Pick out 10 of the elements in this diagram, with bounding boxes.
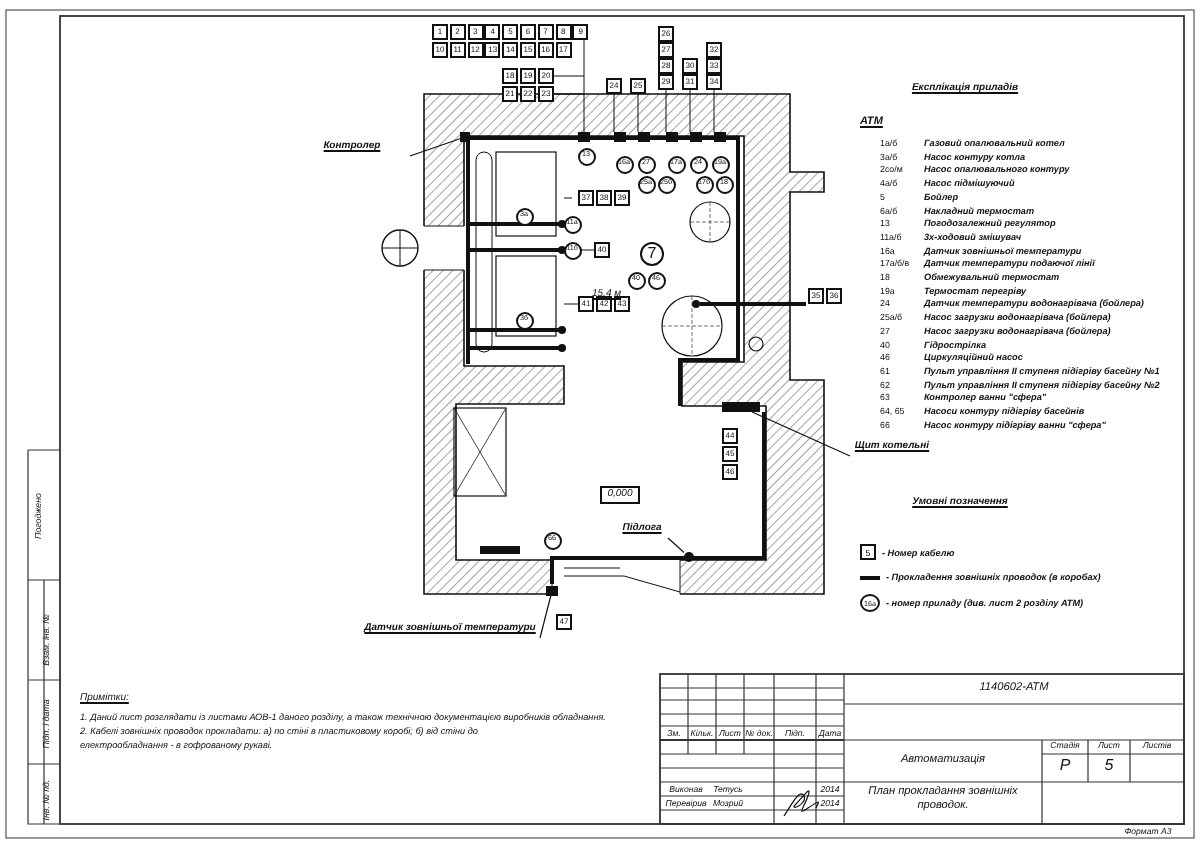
title-block-text: 5 xyxy=(1102,756,1116,775)
leader-line xyxy=(667,537,685,554)
title-block-text: Р xyxy=(1057,756,1073,775)
junction-dot xyxy=(684,552,694,562)
leader-line xyxy=(539,595,552,639)
connection-point xyxy=(546,586,558,596)
leader-line xyxy=(409,138,461,157)
control-panel xyxy=(722,402,760,412)
connection-point xyxy=(460,132,470,142)
leader-line xyxy=(751,411,851,457)
